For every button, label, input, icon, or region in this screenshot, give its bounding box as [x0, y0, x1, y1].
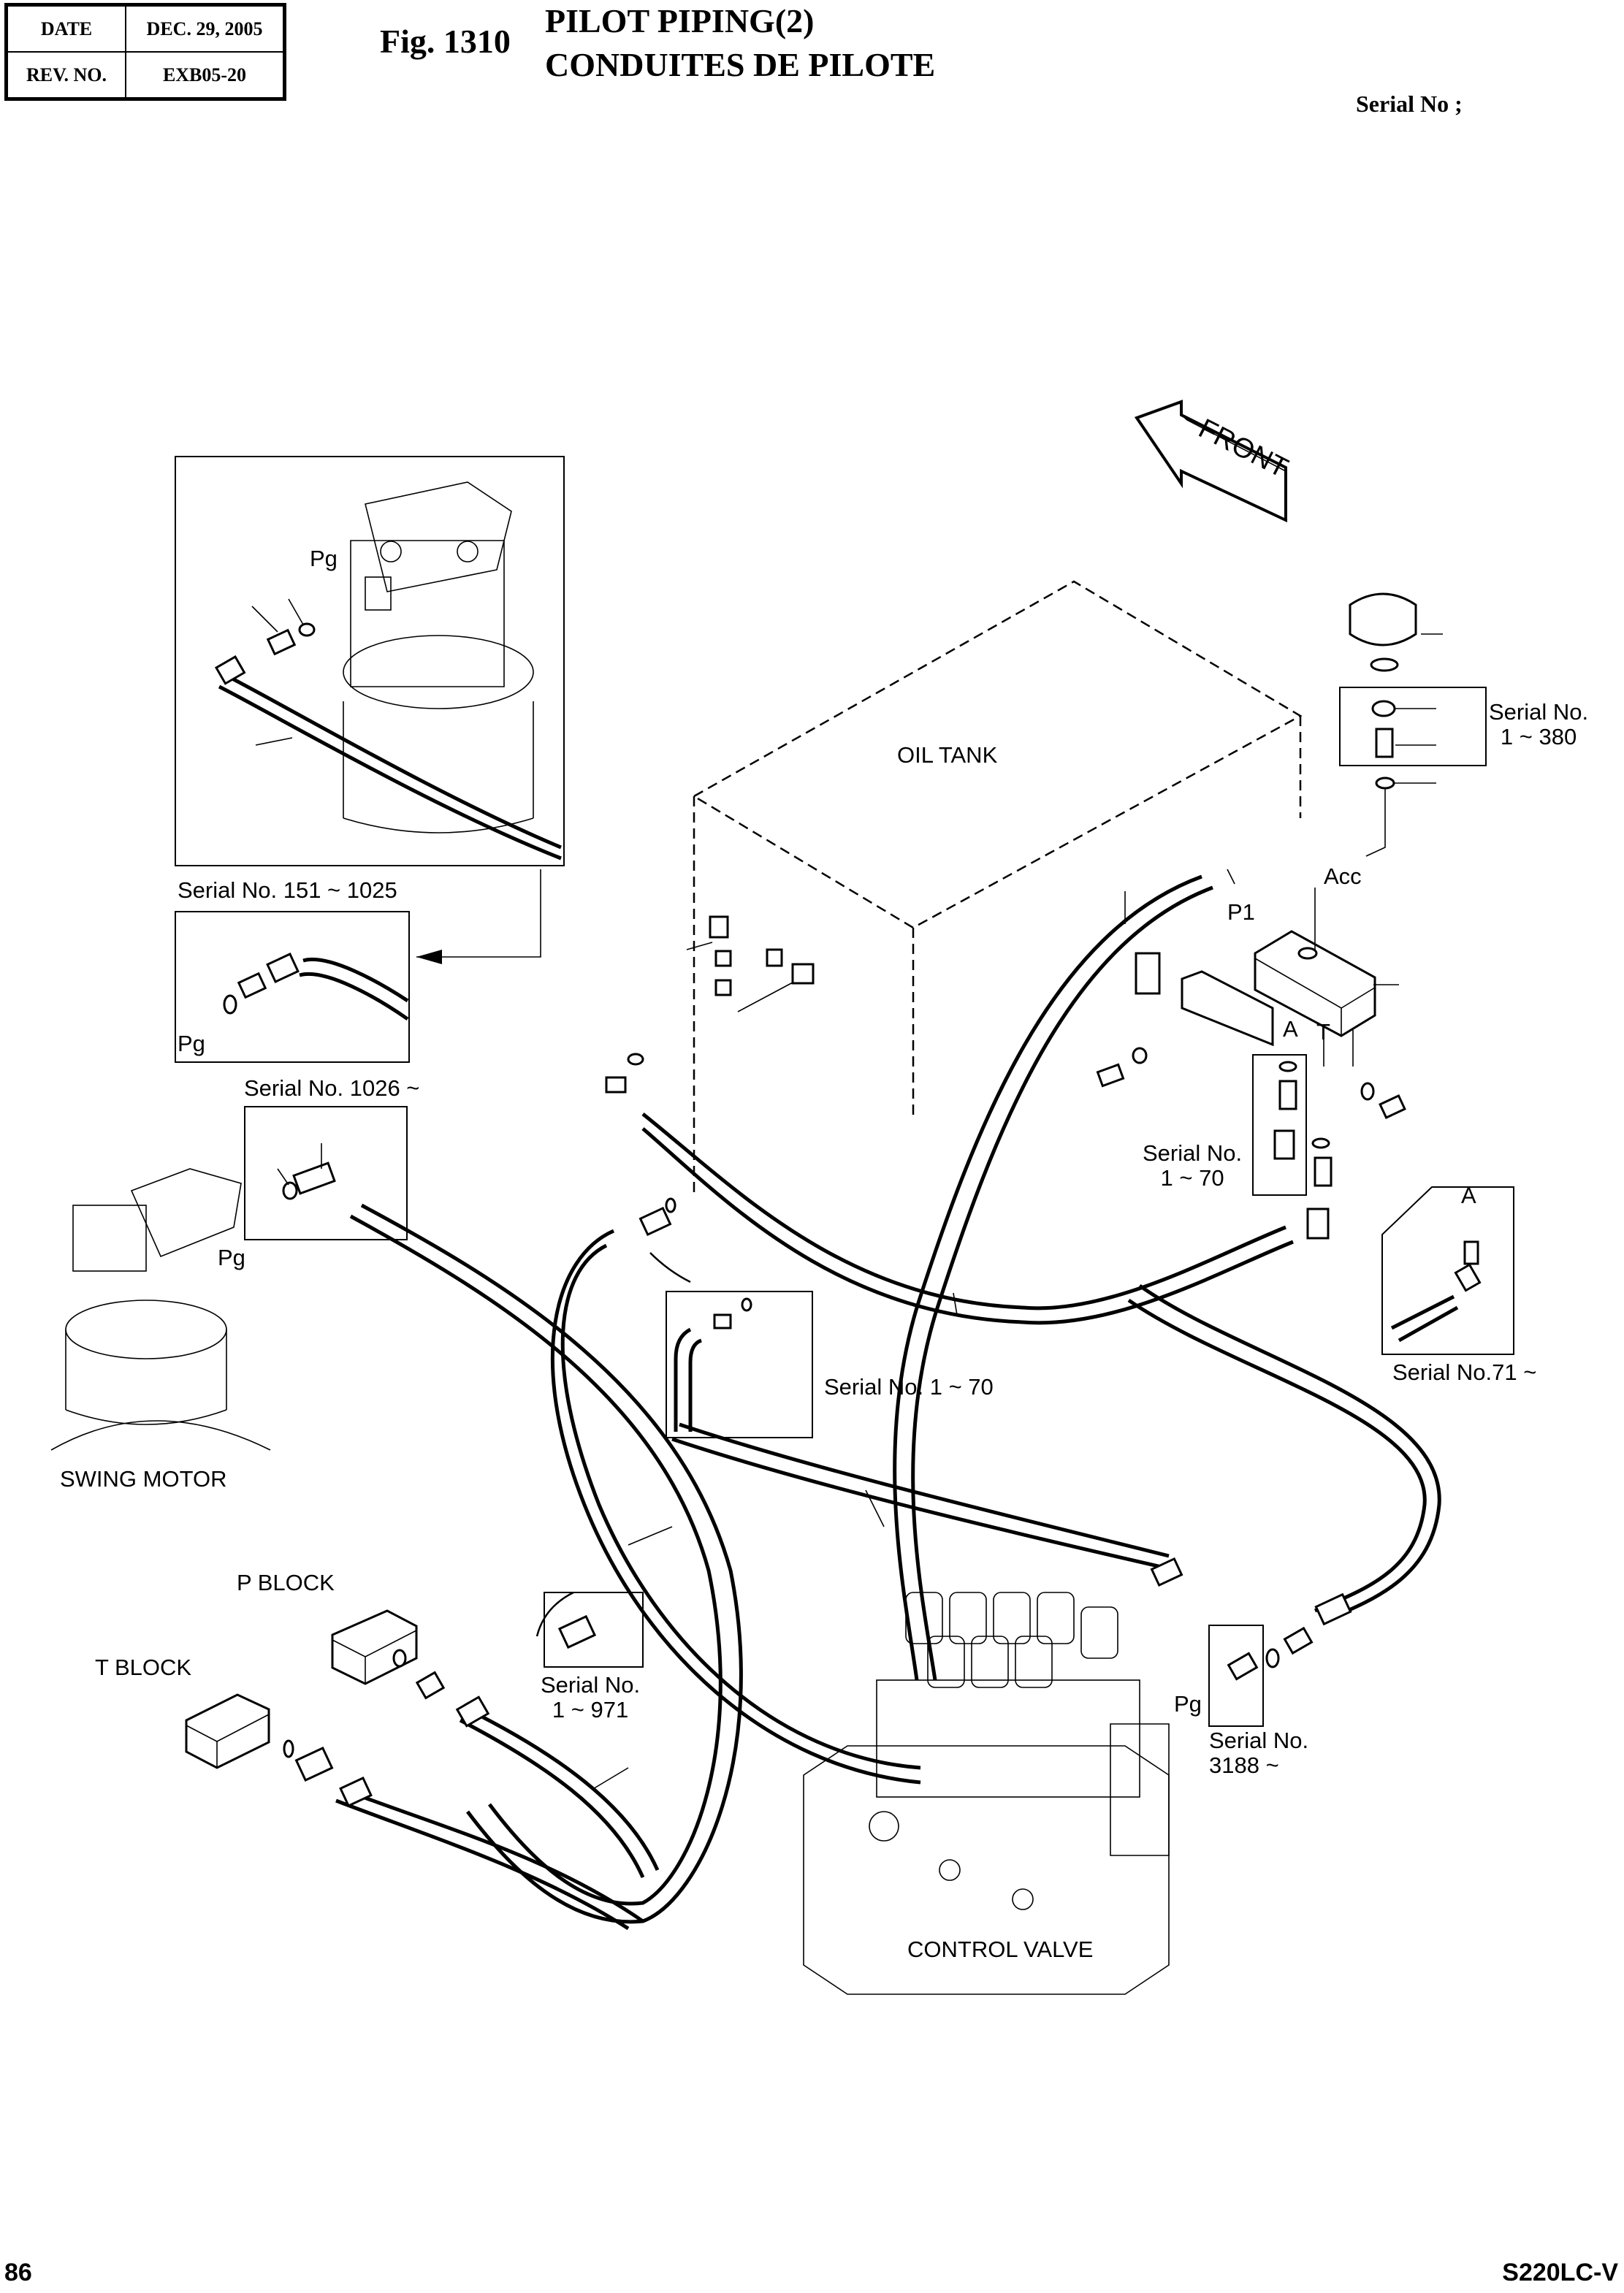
inset-serial-1-380 [1339, 687, 1487, 766]
pilot-block-drawing [1096, 869, 1406, 1119]
port-pg-swing-label: Pg [218, 1245, 245, 1270]
inset-serial-71 [1381, 1186, 1514, 1355]
model-number: S220LC-V [1502, 2259, 1618, 2286]
inset-serial-1-70-valve [1252, 1054, 1307, 1196]
t-block-drawing [185, 1693, 373, 1807]
inset-serial-1-70-tank [666, 1291, 813, 1438]
figure-number: Fig. 1310 [380, 23, 511, 60]
serial-1026-label: Serial No. 1026 ~ [244, 1075, 420, 1101]
date-label: DATE [5, 4, 126, 53]
swing-motor-drawing [50, 1168, 271, 1451]
serial-1-380-label: Serial No. 1 ~ 380 [1489, 699, 1589, 750]
rev-value: EXB05-20 [125, 51, 286, 100]
port-p1-label: P1 [1227, 899, 1255, 925]
serial-1-70-tank-label: Serial No. 1 ~ 70 [824, 1374, 994, 1400]
rev-label: REV. NO. [5, 51, 126, 100]
swing-motor-inset-box [175, 456, 565, 866]
port-a-label: A [1283, 1016, 1298, 1042]
port-acc-label: Acc [1324, 863, 1362, 889]
page-title-en: PILOT PIPING(2) [545, 2, 815, 39]
port-t-label: T [1316, 1019, 1330, 1045]
serial-header: Serial No ; [1356, 91, 1463, 117]
inset-serial-151-1025 [175, 911, 410, 1063]
oil-tank-label: OIL TANK [897, 742, 998, 768]
serial-1-70-valve-label: Serial No. 1 ~ 70 [1143, 1140, 1243, 1191]
serial-3188-label: Serial No. 3188 ~ [1209, 1728, 1309, 1779]
port-a-detail-label: A [1461, 1183, 1476, 1208]
pilot-hoses [335, 874, 1441, 1931]
accumulator-drawing [1349, 592, 1443, 672]
t-block-label: T BLOCK [95, 1655, 192, 1680]
port-pg-top-label: Pg [310, 546, 338, 571]
p-block-drawing [331, 1609, 490, 1728]
oil-tank [693, 580, 1303, 1198]
p-block-label: P BLOCK [237, 1570, 335, 1595]
port-pg-inset-label: Pg [178, 1031, 205, 1056]
date-value: DEC. 29, 2005 [125, 4, 286, 53]
swing-motor-label: SWING MOTOR [60, 1466, 227, 1492]
serial-71-label: Serial No.71 ~ [1392, 1359, 1537, 1385]
port-pg-cv-label: Pg [1174, 1691, 1202, 1717]
page-number: 86 [4, 2259, 32, 2286]
front-arrow-icon: FRONT [1134, 400, 1293, 523]
tank-fittings [605, 915, 815, 1237]
inset-serial-1026 [244, 1106, 408, 1240]
control-valve-label: CONTROL VALVE [907, 1937, 1094, 1962]
control-valve-drawing [803, 1592, 1170, 1995]
inset-serial-1-971 [544, 1592, 644, 1668]
revision-table: DATE DEC. 29, 2005 REV. NO. EXB05-20 [4, 3, 286, 101]
serial-151-1025-label: Serial No. 151 ~ 1025 [178, 877, 397, 903]
swing-motor-top-drawing [343, 481, 534, 833]
serial-1-971-label: Serial No. 1 ~ 971 [541, 1672, 641, 1723]
page-title-fr: CONDUITES DE PILOTE [545, 46, 936, 83]
inset-serial-3188 [1208, 1625, 1264, 1727]
